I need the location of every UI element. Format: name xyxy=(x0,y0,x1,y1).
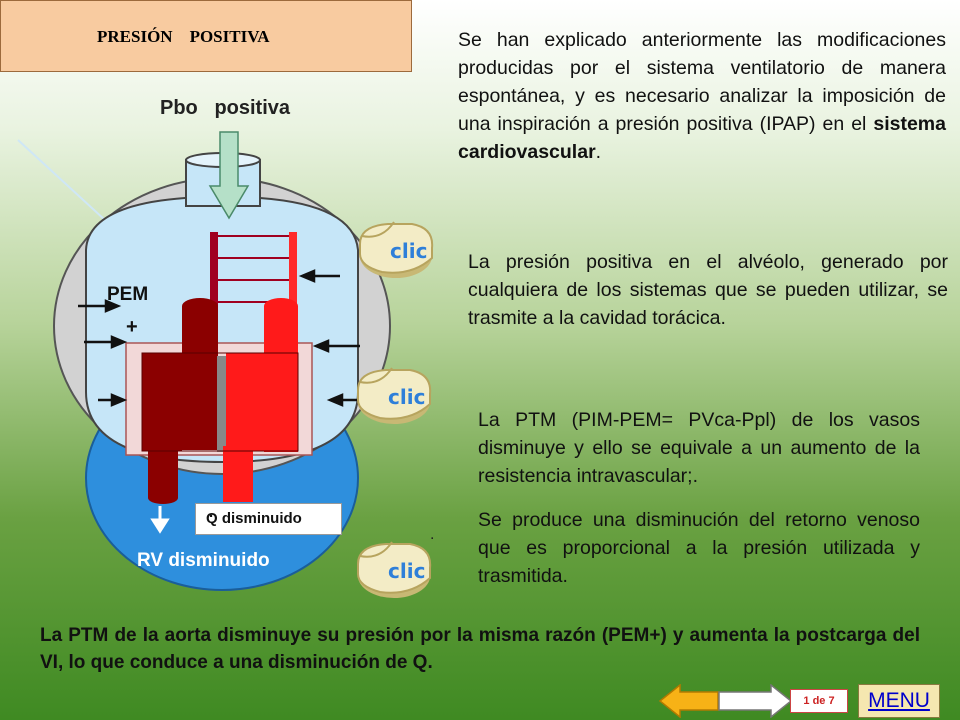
mouse-icon: clic xyxy=(357,541,432,598)
pem-label: PEM xyxy=(107,284,149,305)
menu-button[interactable]: MENU xyxy=(858,684,940,718)
clic-label-3: clic xyxy=(388,559,425,583)
clic-button-1[interactable]: clic xyxy=(352,214,436,284)
page-indicator: 1 de 7 xyxy=(790,689,848,713)
paragraph-ptm-vasos: La PTM (PIM-PEM= PVca-Ppl) de los vasos … xyxy=(478,409,920,487)
prev-arrow-button[interactable] xyxy=(658,684,770,718)
paragraph-intro-text: Se han explicado anteriormente las modif… xyxy=(458,29,946,135)
paragraph-intro: Se han explicado anteriormente las modif… xyxy=(458,26,946,166)
q-disminuido-text: Q disminuido xyxy=(206,510,302,527)
slide-title: PRESIÓN POSITIVA xyxy=(97,27,270,46)
mouse-icon: clic xyxy=(357,367,432,424)
clic-button-2[interactable]: clic xyxy=(350,360,434,430)
pbo-positiva-label: Pbo positiva xyxy=(160,97,291,119)
stray-dot: . xyxy=(430,526,435,543)
paragraph-intro-end: . xyxy=(595,141,602,163)
rv-disminuido-label: RV disminuido xyxy=(137,550,270,571)
paragraph-intro-bold: sistema cardiovascular xyxy=(458,113,946,163)
clic-button-3[interactable]: clic xyxy=(350,534,434,604)
clic-label-2: clic xyxy=(388,385,425,409)
bottom-conclusion-text: La PTM de la aorta disminuye su presión … xyxy=(40,625,920,673)
mouse-icon: clic xyxy=(359,221,434,278)
title-box: PRESIÓN POSITIVA xyxy=(0,0,412,72)
pem-plus-sign: + xyxy=(126,316,138,338)
clic-label-1: clic xyxy=(390,239,427,263)
q-disminuido-label: Q disminuido xyxy=(195,503,342,535)
paragraph-retorno-venoso: Se produce una disminución del retorno v… xyxy=(478,509,920,587)
next-arrow-button[interactable] xyxy=(717,684,829,718)
thorax-diagram xyxy=(17,131,391,591)
paragraph-presion-alveolo: La presión positiva en el alvéolo, gener… xyxy=(468,251,948,329)
